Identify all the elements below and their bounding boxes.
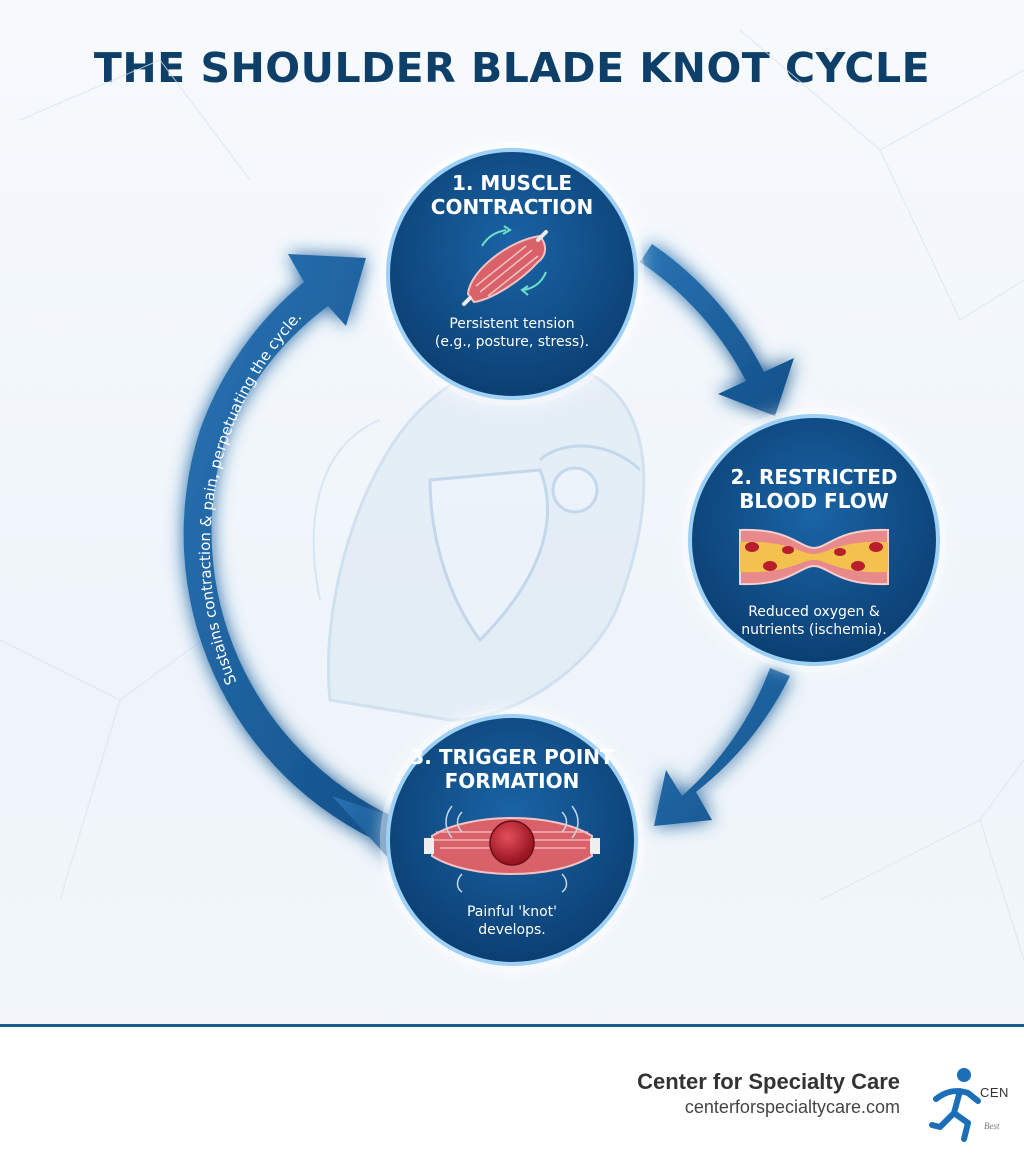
step-1-muscle-contraction: 1. MUSCLE CONTRACTION Persistent tension… <box>380 142 644 406</box>
muscle-knot-icon <box>424 805 600 893</box>
loop-label: Sustains contraction & pain, perpetuatin… <box>196 308 305 688</box>
step-2-restricted-blood-flow: 2. RESTRICTED BLOOD FLOW Reduced oxygen … <box>682 408 946 672</box>
step-2-title-line1: 2. RESTRICTED <box>730 465 897 489</box>
brand-name: Center for Specialty Care <box>637 1069 900 1094</box>
step-1-title-line2: CONTRACTION <box>431 195 593 219</box>
step-3-trigger-point-formation: 3. TRIGGER POINT FORMATION Painful 'knot… <box>380 708 644 972</box>
arrow-3-to-1 <box>183 254 396 862</box>
arrow-2-to-3 <box>654 668 790 826</box>
step-3-desc-line1: Painful 'knot' <box>467 904 557 920</box>
step-2-desc-line1: Reduced oxygen & <box>748 604 880 620</box>
arrow-1-to-2 <box>640 244 794 416</box>
contracted-muscle-icon <box>462 225 548 306</box>
narrowed-vessel-icon <box>739 528 889 586</box>
step-1-title-line1: 1. MUSCLE <box>452 171 572 195</box>
brand-logo: CEN Best <box>928 1055 1024 1150</box>
knot-cycle-diagram: Sustains contraction & pain, perpetuatin… <box>0 29 1024 972</box>
loop-label-path: Sustains contraction & pain, perpetuatin… <box>196 308 305 688</box>
cycle-arrows <box>183 244 794 862</box>
background-network <box>0 29 1024 961</box>
step-3-desc-line2: develops. <box>478 922 545 938</box>
footer: Center for Specialty Care centerforspeci… <box>0 1024 1024 1157</box>
logo-text: CEN <box>980 1085 1009 1100</box>
step-3-title-line1: 3. TRIGGER POINT <box>410 745 614 769</box>
step-2-desc-line2: nutrients (ischemia). <box>741 622 886 638</box>
brand-url[interactable]: centerforspecialtycare.com <box>684 1097 900 1117</box>
step-2-title-line2: BLOOD FLOW <box>739 489 889 513</box>
step-1-desc-line1: Persistent tension <box>449 316 574 332</box>
shoulder-illustration <box>312 357 646 722</box>
page-title: THE SHOULDER BLADE KNOT CYCLE <box>93 44 931 92</box>
running-figure-icon <box>929 1068 981 1142</box>
step-3-title-line2: FORMATION <box>445 769 580 793</box>
step-1-desc-line2: (e.g., posture, stress). <box>435 334 589 350</box>
logo-tagline: Best <box>984 1121 1000 1131</box>
